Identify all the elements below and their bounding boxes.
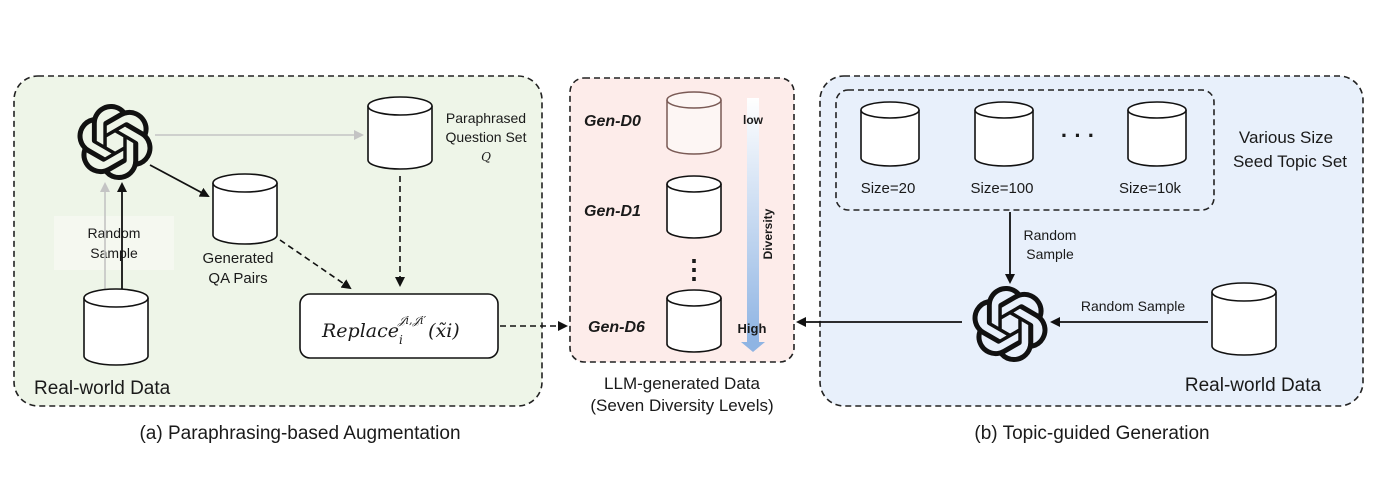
replace-arg: (x̃i) xyxy=(428,320,460,342)
paraphrased-label-line1: Paraphrased xyxy=(446,110,526,126)
logo-to-qa-arrow xyxy=(149,164,210,197)
replace-base: Replace xyxy=(321,320,399,342)
left-real-world-cylinder xyxy=(83,288,149,366)
left-random-sample-line1: Random xyxy=(88,225,141,241)
size-label-20: Size=20 xyxy=(861,180,916,197)
level-label-0: Gen-D0 xyxy=(584,113,641,130)
size-label-10k: Size=10k xyxy=(1119,180,1182,197)
middle-caption-line1: LLM-generated Data xyxy=(604,374,760,393)
left-caption: (a) Paraphrasing-based Augmentation xyxy=(139,423,460,444)
level-label-6: Gen-D6 xyxy=(588,319,645,336)
paraphrased-symbol: Q xyxy=(481,150,491,164)
right-random-sample-line2: Sample xyxy=(1026,246,1074,262)
right-real-world-cylinder xyxy=(1211,282,1277,356)
size-label-100: Size=100 xyxy=(971,180,1034,197)
replace-formula: Replacei 𝒥i,𝒥i′(x̃i) xyxy=(321,314,460,347)
diversity-low-label: low xyxy=(743,113,764,127)
qa-to-replace-arrow xyxy=(279,239,352,290)
seed-set-label-line1: Various Size xyxy=(1239,128,1333,147)
generated-label-line2: QA Pairs xyxy=(208,270,267,287)
right-random-sample-inline: Random Sample xyxy=(1081,298,1185,314)
seed-cylinder-10k xyxy=(1127,101,1187,167)
diversity-axis-label: Diversity xyxy=(761,208,775,259)
level-cylinder-6 xyxy=(666,289,722,353)
generated-label-line1: Generated xyxy=(203,250,274,267)
replace-sub: i xyxy=(399,333,403,347)
seed-cylinder-100 xyxy=(974,101,1034,167)
level-ellipsis: ⋮ xyxy=(681,254,707,284)
left-random-sample-line2: Sample xyxy=(90,245,138,261)
paraphrased-cylinder xyxy=(367,96,433,170)
diversity-gradient-bar xyxy=(747,98,759,342)
level-cylinder-0 xyxy=(666,91,722,155)
level-label-1: Gen-D1 xyxy=(584,203,641,220)
diversity-high-label: High xyxy=(738,321,767,336)
paraphrased-label-line2: Question Set xyxy=(446,129,527,145)
right-random-sample-line1: Random xyxy=(1024,227,1077,243)
middle-caption-line2: (Seven Diversity Levels) xyxy=(590,396,773,415)
seed-dots: · · · xyxy=(1061,123,1095,148)
right-real-world-label: Real-world Data xyxy=(1185,375,1322,396)
seed-cylinder-20 xyxy=(860,101,920,167)
right-caption: (b) Topic-guided Generation xyxy=(974,423,1209,444)
random-sample-highlight xyxy=(54,216,174,270)
seed-set-label-line2: Seed Topic Set xyxy=(1233,152,1347,171)
level-cylinder-1 xyxy=(666,175,722,239)
seed-set-box xyxy=(835,89,1215,211)
replace-box xyxy=(299,293,499,359)
diversity-arrow-head xyxy=(741,342,765,352)
left-real-world-label: Real-world Data xyxy=(34,378,171,399)
replace-sup: 𝒥i,𝒥i′ xyxy=(397,314,427,327)
generated-qa-cylinder xyxy=(212,173,278,245)
